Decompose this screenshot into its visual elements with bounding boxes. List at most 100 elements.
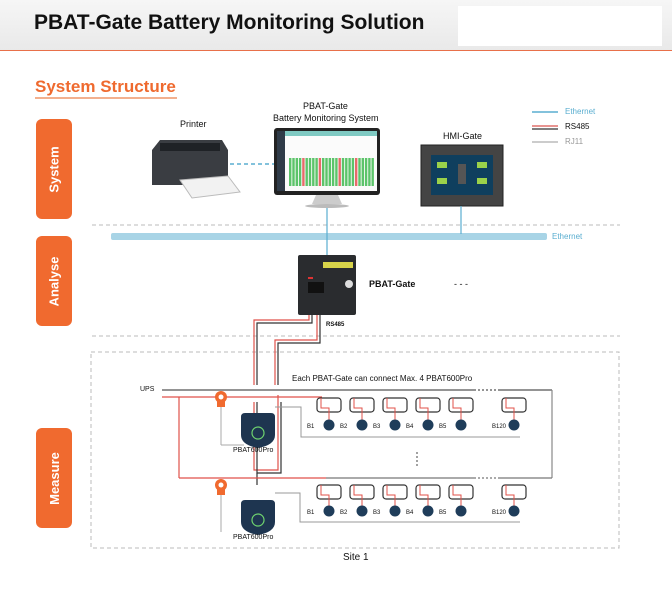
rs485-cables (253, 315, 321, 485)
monitor-bar (328, 158, 331, 186)
header: PBAT-Gate Battery Monitoring Solution (0, 0, 672, 51)
legend-rj11-label: RJ11 (565, 137, 584, 146)
legend (532, 111, 558, 143)
monitor-bar (331, 158, 335, 186)
battery-sensor-icon (508, 419, 520, 431)
battery-sensor-icon (455, 505, 467, 517)
section-underline (35, 97, 177, 99)
current-sensor-icon-2 (215, 479, 227, 495)
monitor-bar (371, 158, 374, 186)
pbat-gate-device-icon (298, 255, 356, 315)
battery-sensor-icon (422, 505, 434, 517)
monitor-bar (318, 158, 322, 186)
battery-sensor-icon (422, 419, 434, 431)
ethernet-bus (111, 233, 547, 240)
battery-cell (501, 484, 527, 517)
layer-measure: Measure (36, 428, 72, 528)
site-boundary (90, 351, 620, 549)
monitor-bar (341, 158, 345, 186)
battery-sensor-icon (356, 505, 368, 517)
monitor-bar (345, 158, 348, 186)
monitor-bar (358, 158, 361, 186)
battery-label: B5 (439, 424, 447, 430)
battery-label: B1 (307, 424, 315, 430)
layer-analyse: Analyse (36, 236, 72, 326)
monitor-bar (322, 158, 325, 186)
pbat600pro-device-icon-2 (241, 500, 275, 535)
battery-cell (382, 484, 408, 517)
printer-icon (152, 140, 241, 199)
ups-lines-row1 (162, 389, 553, 479)
monitor-bar (338, 158, 341, 186)
hmi-gate-label: HMI-Gate (443, 131, 483, 141)
monitor-bar (335, 158, 338, 186)
site-label: Site 1 (343, 552, 369, 563)
monitor-bar (355, 158, 358, 186)
rs485-label: RS485 (326, 322, 345, 328)
hmi-gate-icon (420, 144, 504, 207)
monitor-bar (361, 158, 364, 186)
pbat600pro-device-icon-1 (241, 413, 275, 448)
monitor-bar (292, 158, 295, 186)
battery-label: B2 (340, 424, 348, 430)
battery-label: B5 (439, 510, 447, 516)
battery-cell (349, 484, 375, 517)
legend-ethernet-label: Ethernet (565, 107, 596, 116)
monitor-bar (351, 158, 355, 186)
monitor-label-line2: Battery Monitoring System (273, 113, 379, 123)
monitor-bar (295, 158, 298, 186)
monitor-bar (302, 158, 305, 186)
monitor-bar (325, 158, 328, 186)
header-logo-area (458, 6, 662, 46)
monitor-bar (312, 158, 315, 186)
battery-cell (316, 397, 342, 431)
battery-label: B3 (373, 424, 381, 430)
monitor-bar (348, 158, 351, 186)
battery-cell (382, 397, 408, 431)
pbat-gate-more: - - - (454, 279, 468, 289)
battery-label: B4 (406, 510, 414, 516)
monitor-bar (368, 158, 371, 186)
battery-label: B120 (492, 424, 507, 430)
layer-system: System (36, 119, 72, 219)
battery-label: B120 (492, 510, 507, 516)
pbat-gate-label: PBAT-Gate (369, 279, 416, 289)
battery-cell (448, 484, 474, 517)
battery-sensor-icon (323, 505, 335, 517)
battery-label: B4 (406, 424, 414, 430)
ups-label: UPS (140, 386, 155, 393)
monitor-icon (274, 128, 380, 208)
battery-label: B3 (373, 510, 381, 516)
monitor-bar (315, 158, 318, 186)
battery-cell (448, 397, 474, 431)
connection-note: Each PBAT-Gate can connect Max. 4 PBAT60… (292, 374, 473, 383)
battery-cell (415, 484, 441, 517)
battery-label: B1 (307, 510, 315, 516)
section-title: System Structure (35, 77, 176, 96)
battery-cell (316, 484, 342, 517)
battery-sensor-icon (389, 505, 401, 517)
monitor-bar (289, 158, 292, 186)
battery-sensor-icon (356, 419, 368, 431)
battery-label: B2 (340, 510, 348, 516)
monitor-bar (305, 158, 308, 186)
battery-strings (316, 389, 527, 517)
battery-cell (415, 397, 441, 431)
battery-sensor-icon (323, 419, 335, 431)
monitor-label-line1: PBAT-Gate (303, 101, 348, 111)
rj11-row2 (275, 492, 520, 523)
monitor-bar (308, 158, 312, 186)
printer-label: Printer (180, 119, 207, 129)
battery-sensor-icon (508, 505, 520, 517)
battery-sensor-icon (389, 419, 401, 431)
current-sensor-icon-1 (215, 391, 227, 407)
monitor-bar (364, 158, 368, 186)
monitor-bar (298, 158, 302, 186)
page-title: PBAT-Gate Battery Monitoring Solution (34, 11, 425, 34)
ethernet-bus-label: Ethernet (552, 232, 583, 241)
battery-sensor-icon (455, 419, 467, 431)
battery-cell (349, 397, 375, 431)
pbat600pro-label-2: PBAT600Pro (233, 534, 274, 541)
rj11-row1 (275, 406, 520, 438)
